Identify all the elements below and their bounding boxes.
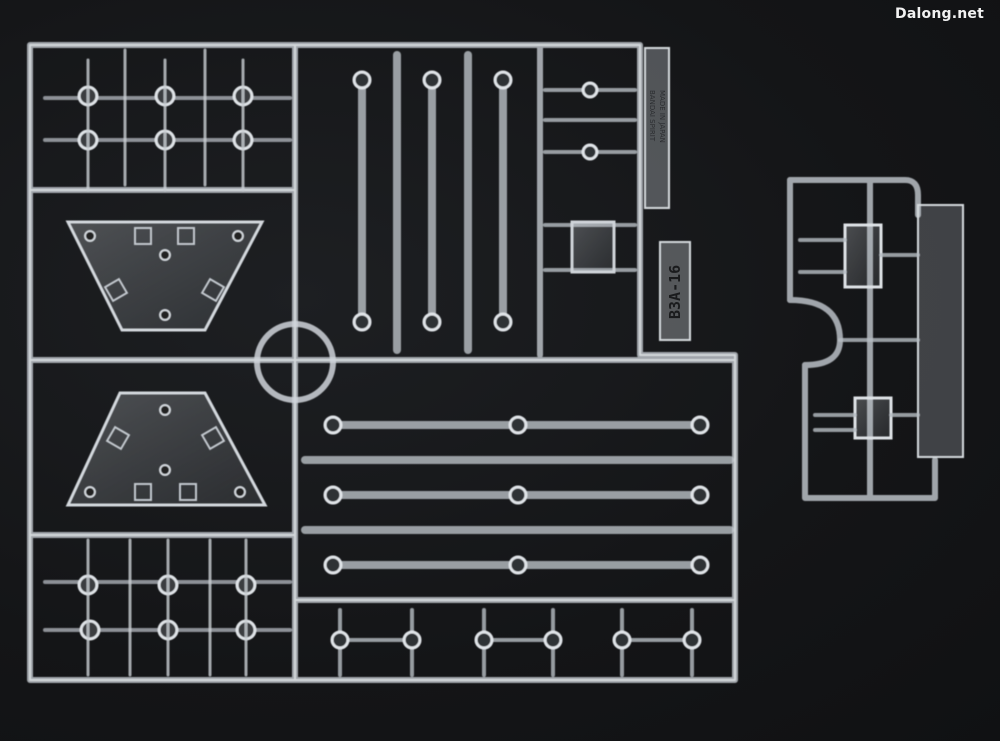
bottom-ring-pairs bbox=[330, 608, 702, 677]
sprue-tag-label: B3A-16 bbox=[666, 264, 684, 320]
molding-text-2: MADE IN JAPAN bbox=[658, 90, 666, 143]
sprue-tag-main bbox=[659, 241, 691, 341]
small-sprue-frame bbox=[787, 177, 964, 501]
vertical-rods bbox=[352, 51, 513, 354]
trapezoid-plate-upper bbox=[65, 220, 265, 332]
horizontal-rods bbox=[301, 415, 734, 575]
molding-tag bbox=[644, 47, 670, 209]
main-sprue-frame bbox=[27, 42, 738, 683]
trapezoid-plate-lower bbox=[65, 391, 268, 507]
ball-joint-row-top bbox=[77, 48, 257, 677]
center-ring bbox=[254, 321, 336, 403]
molding-text-1: BANDAI SPIRIT bbox=[648, 90, 656, 142]
top-right-small-parts bbox=[543, 81, 637, 274]
watermark-text: Dalong.net bbox=[895, 6, 984, 22]
